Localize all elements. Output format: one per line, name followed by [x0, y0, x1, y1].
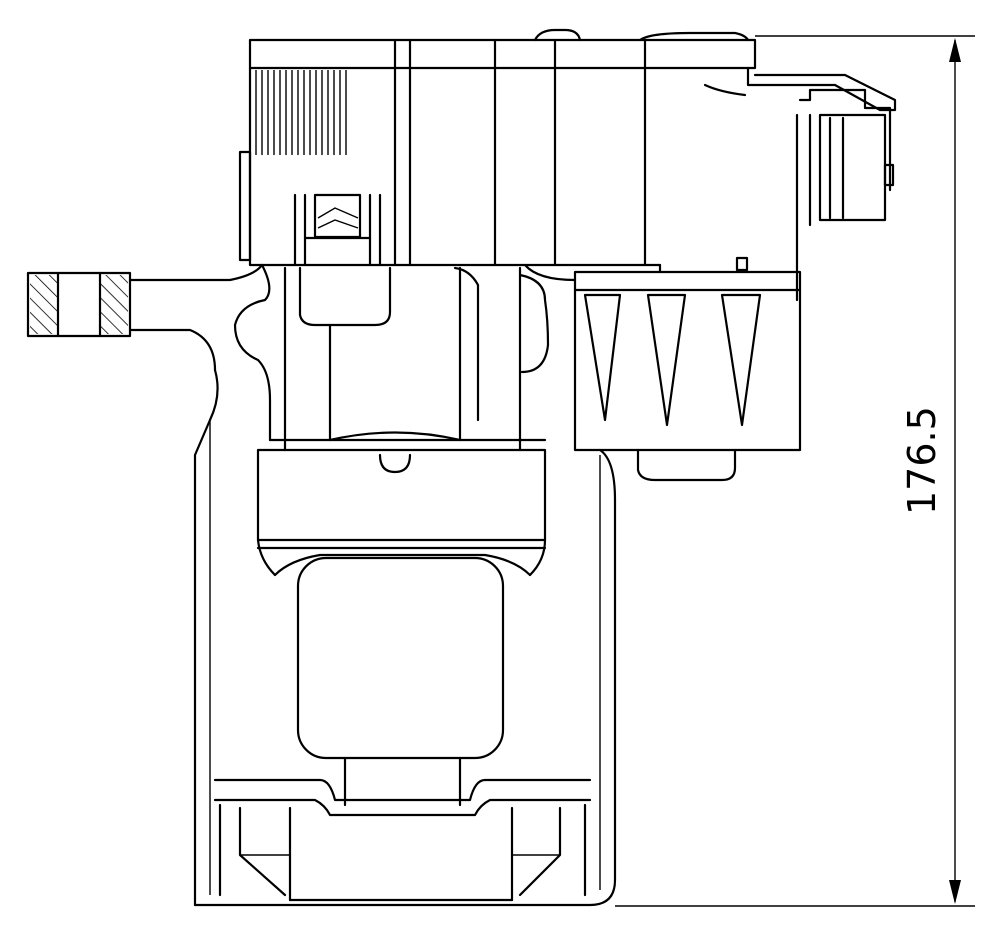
- top-housing: [238, 28, 757, 267]
- valve-block: [573, 256, 802, 482]
- motor-housing: [193, 448, 617, 907]
- fin-3: [720, 293, 762, 427]
- lid-knob: [533, 28, 582, 42]
- height-dimension: 176.5: [615, 35, 975, 907]
- center-latch: [293, 193, 382, 267]
- lid-top-band: [248, 38, 757, 70]
- inlet-pipe: [26, 263, 264, 372]
- dimension-height-label: 176.5: [900, 406, 944, 515]
- dim-arrow-top: [949, 38, 961, 62]
- lid-cap: [638, 31, 750, 42]
- fin-2: [646, 293, 687, 427]
- inlet-nut: [26, 271, 132, 338]
- indicator-window: [735, 256, 749, 272]
- electrical-connector: [703, 66, 897, 302]
- motor-window: [296, 556, 505, 760]
- fin-1: [583, 293, 622, 422]
- pump-head: [193, 263, 577, 907]
- housing-side-tab: [238, 150, 252, 262]
- housing-body: [248, 66, 662, 267]
- dim-arrow-bottom: [949, 880, 961, 904]
- head-cap: [298, 266, 392, 327]
- collar: [256, 448, 547, 577]
- ribbed-grip: [255, 70, 347, 155]
